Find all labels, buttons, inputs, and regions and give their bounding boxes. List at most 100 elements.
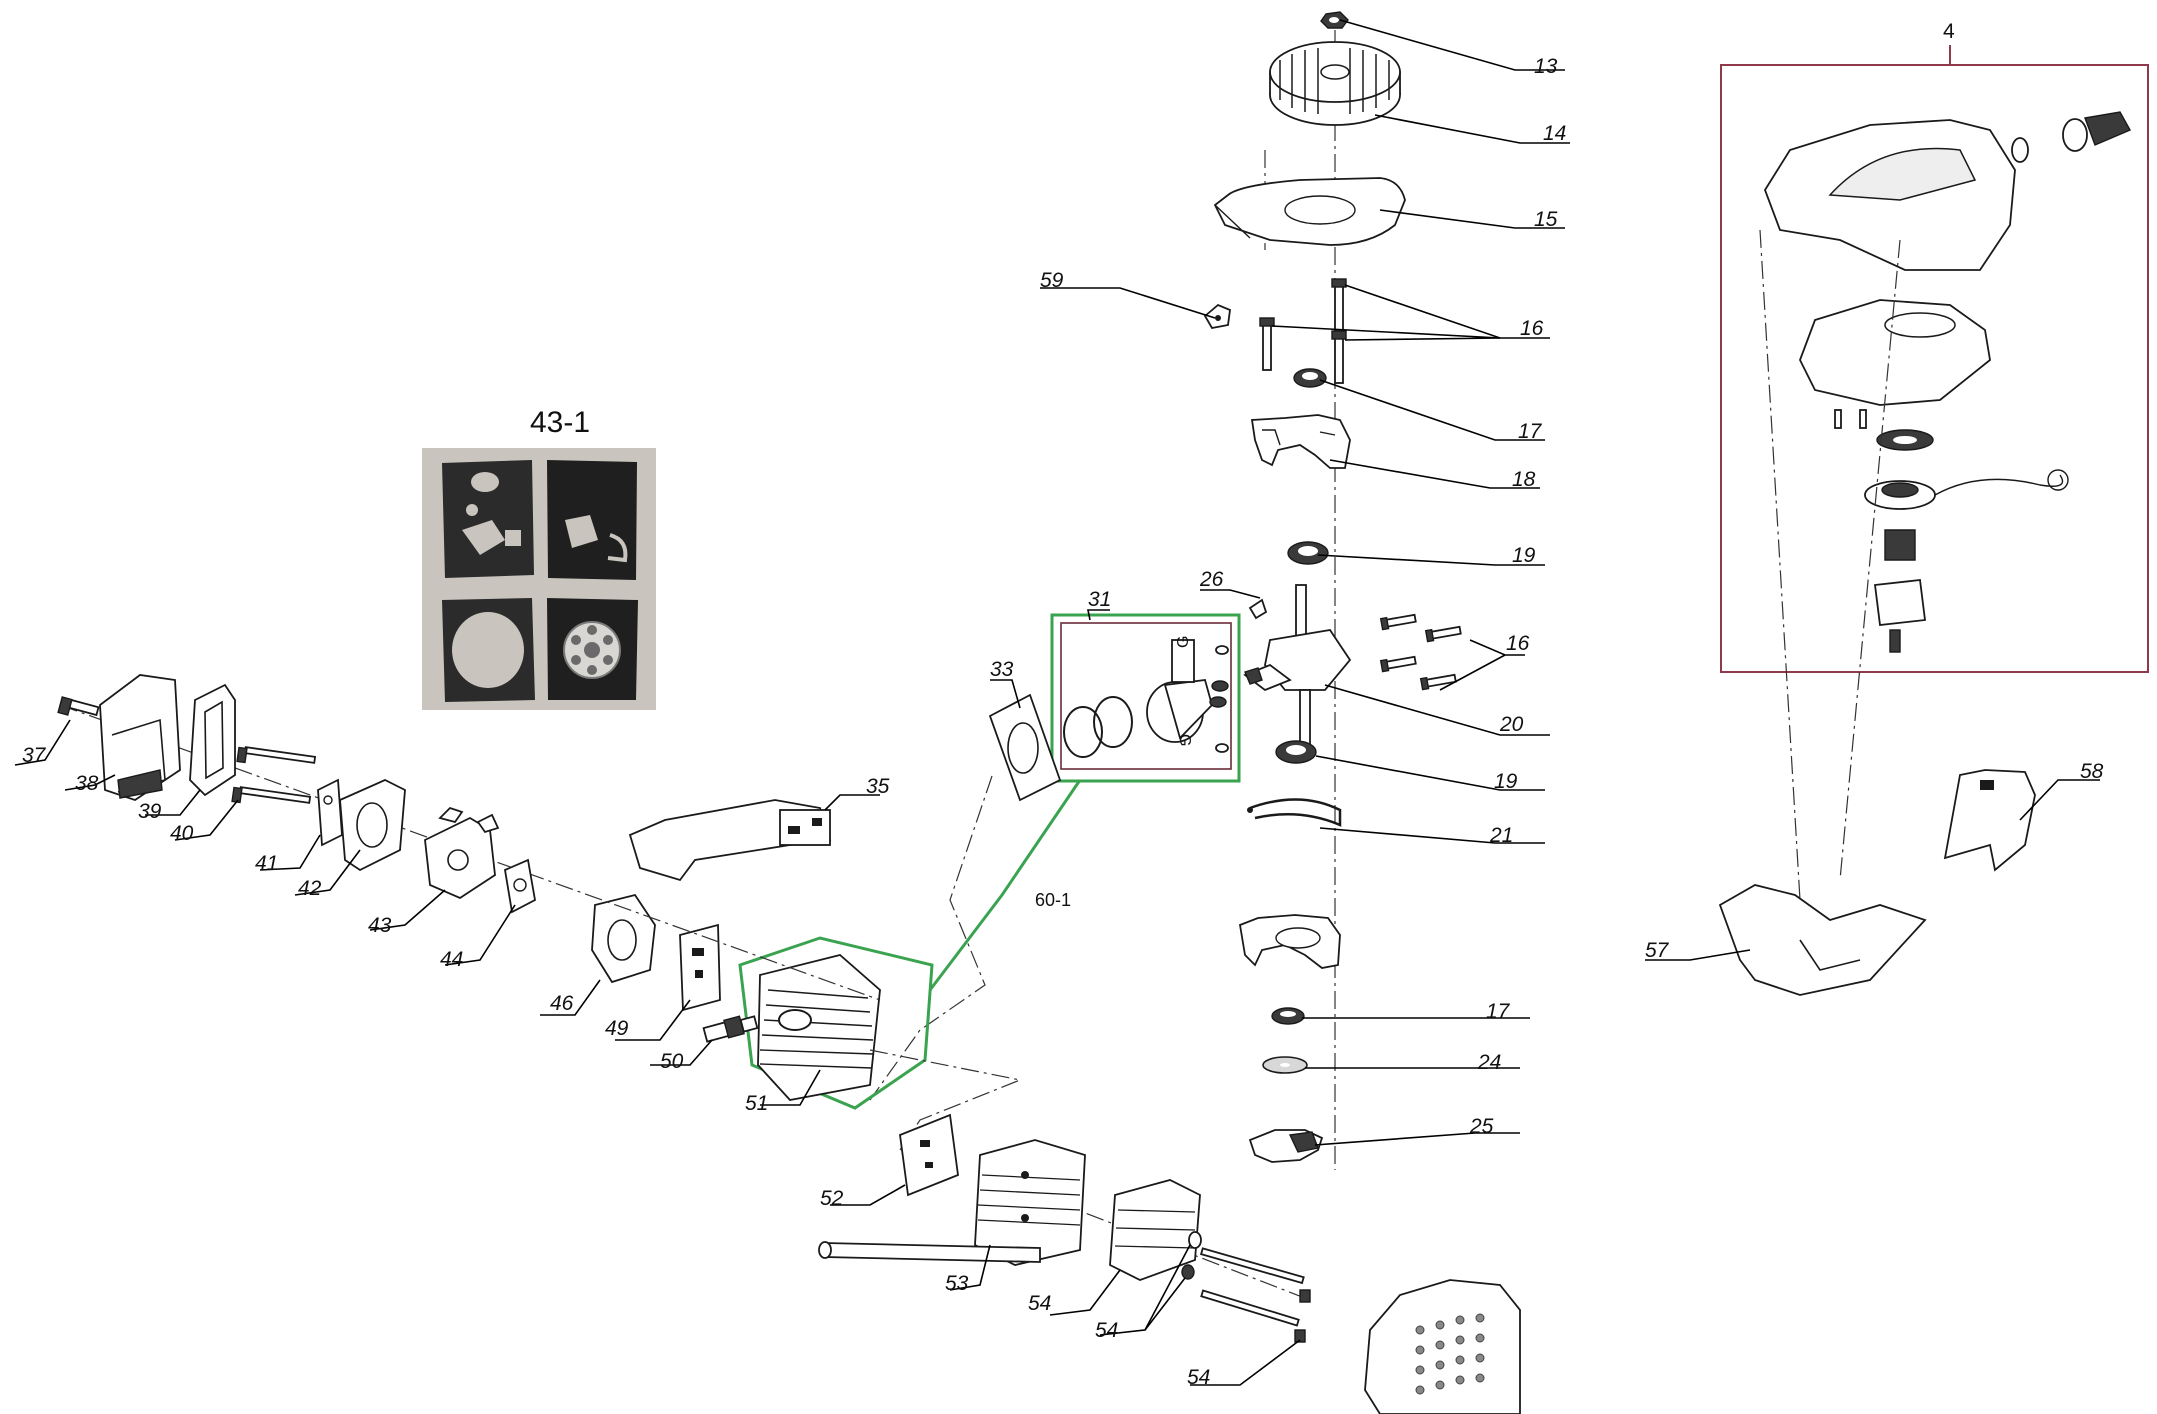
- leader-58: [2019, 779, 2100, 821]
- part-44-gasket: [503, 858, 537, 914]
- callout-26: 26: [1199, 568, 1224, 591]
- callout-53: 54: [1095, 1319, 1118, 1342]
- leader-33: [990, 679, 1021, 709]
- callout-15: 15: [1534, 208, 1558, 231]
- leader-46: [540, 979, 601, 1016]
- callout-46: 46: [550, 992, 574, 1015]
- callout-52: 54: [1028, 1292, 1051, 1315]
- callout-20: 20: [1499, 713, 1524, 736]
- part-54-bolt: [1200, 1289, 1306, 1343]
- callout-24: 24: [1477, 1051, 1501, 1074]
- part-43-carburetor: [424, 806, 500, 900]
- leader-54: [1190, 1339, 1301, 1386]
- leader-47: [615, 999, 691, 1041]
- cylinder-kit-boundary: [1050, 613, 1241, 783]
- leader-41: [259, 834, 321, 871]
- leader-39: [145, 789, 201, 816]
- part-41-gasket: [317, 778, 343, 847]
- part-43-1-gasket-kit-photo: [422, 448, 656, 710]
- part-46-intake: [591, 893, 656, 984]
- leader-42: [294, 849, 361, 896]
- leader-38: [64, 774, 116, 791]
- part-18-crankcase-upper: [1250, 414, 1351, 469]
- callout-59: 59: [1040, 269, 1064, 292]
- leader-52: [1049, 1269, 1121, 1316]
- callout-13: 13: [1534, 55, 1558, 78]
- exhaust-axis: [869, 1049, 1023, 1151]
- callout-31: 31: [1088, 588, 1111, 611]
- part-16-screws-side: [1379, 613, 1462, 691]
- piston-kit-box: [1060, 622, 1232, 770]
- callout-14: 14: [1543, 122, 1566, 145]
- callout-48: 50: [660, 1050, 684, 1073]
- callout-44: 44: [440, 948, 463, 971]
- part-17-seal-lower: [1271, 1007, 1305, 1025]
- callout-40: 40: [170, 822, 194, 845]
- assembly-path: [869, 775, 993, 1101]
- part-42-filter-base: [339, 779, 406, 872]
- part-14-flywheel: [1269, 41, 1401, 126]
- callout-54: 54: [1187, 1366, 1210, 1389]
- part-16-screws-upper: [1259, 278, 1347, 384]
- leader-49: [760, 1069, 821, 1106]
- part-20-crankshaft: [1243, 584, 1352, 746]
- part-49-cylinder: [757, 954, 881, 1101]
- leader-50: [830, 1184, 906, 1206]
- leader-57: [1645, 949, 1751, 961]
- part-38-filter-cover: [99, 674, 181, 801]
- callout-50: 52: [820, 1187, 844, 1210]
- callout-21: 21: [1489, 824, 1513, 847]
- recoil-starter-box: [1720, 64, 2149, 673]
- leader-43: [369, 889, 446, 931]
- part-50-muffler-gasket: [899, 1113, 959, 1197]
- callout-25: 25: [1469, 1115, 1494, 1138]
- part-4-recoil-starter: [1764, 111, 2131, 653]
- starter-axis-b: [1839, 239, 1901, 881]
- part-48-spark-plug: [702, 1015, 759, 1043]
- cylinder-boundary: [738, 936, 934, 1110]
- part-31-piston-kit: G G: [1063, 636, 1229, 758]
- part-35-throttle-bracket: [628, 799, 832, 882]
- callout-38: 38: [75, 772, 99, 795]
- callout-4: 4: [1943, 20, 1955, 43]
- part-15-fan-housing: [1213, 177, 1406, 246]
- callout-57: 57: [1645, 939, 1670, 962]
- part-47-gasket: [679, 923, 721, 1012]
- callout-16-side: 16: [1506, 632, 1530, 655]
- part-26-key: [1248, 598, 1268, 620]
- part-57-lower-guard: [1718, 884, 1927, 996]
- part-59-clip: [1203, 303, 1231, 330]
- callout-47: 49: [605, 1017, 629, 1040]
- part-52-muffler-cover: [1109, 1179, 1201, 1281]
- svg-text:G: G: [1175, 636, 1192, 648]
- leader-35: [824, 794, 880, 811]
- leader-lines-center: [1040, 19, 1570, 1146]
- callout-41: 41: [255, 852, 278, 875]
- callout-35: 35: [866, 775, 890, 798]
- part-53-washers: [1181, 1231, 1311, 1303]
- part-24-washer: [1262, 1056, 1308, 1074]
- rear-guard-partial: [1364, 1279, 1521, 1414]
- part-58-shield: [1943, 769, 2036, 872]
- part-37-screw: [57, 696, 100, 717]
- leader-51: [949, 1244, 991, 1291]
- part-25-clutch: [1248, 1129, 1324, 1163]
- leader-53b: [1144, 1277, 1186, 1331]
- callout-17-lower: 17: [1486, 1000, 1511, 1023]
- callout-49: 51: [745, 1092, 768, 1115]
- callout-18: 18: [1512, 468, 1536, 491]
- leader-40: [174, 799, 239, 841]
- part-40-screws: [231, 746, 317, 804]
- cylinder-kit-leader: [928, 779, 1082, 991]
- crankcase-lower: [1238, 914, 1341, 969]
- part-19-bearing-lower: [1275, 740, 1317, 764]
- callout-19-lower: 19: [1494, 770, 1518, 793]
- part-19-bearing-upper: [1287, 541, 1329, 565]
- leader-44: [444, 904, 516, 966]
- part-21-spring-clip: [1247, 798, 1342, 827]
- part-17-seal-upper: [1293, 368, 1327, 388]
- kit-43-1-label: 43-1: [530, 406, 590, 439]
- part-39-filter-element: [189, 683, 236, 797]
- callout-39: 39: [138, 800, 162, 823]
